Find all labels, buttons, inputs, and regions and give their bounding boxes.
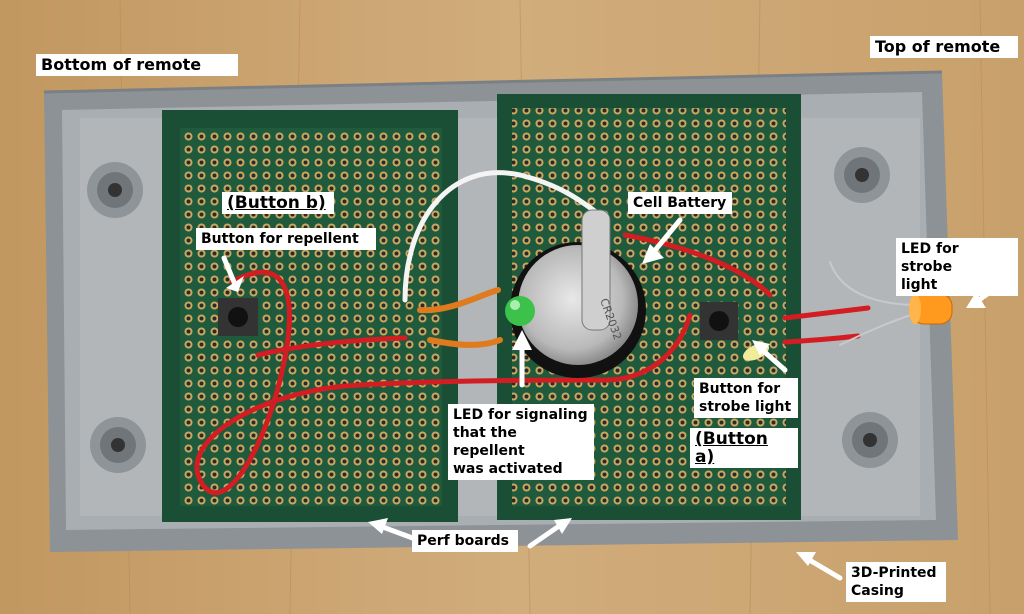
label-button-for-repellent: Button for repellent [196,228,376,250]
label-button-a: (Button a) [690,428,798,468]
tactile-button-b [218,298,258,336]
arrow-perf-left [368,518,421,543]
arrow-led-signaling [512,330,532,388]
label-cell-battery: Cell Battery [628,192,732,214]
label-top-of-remote: Top of remote [870,36,1018,58]
arrow-perf-right [527,518,572,549]
wire-white [402,170,603,303]
arrow-button-repellent [221,255,244,292]
wire-red-button-b [255,335,408,358]
led-orange-strobe [909,293,953,325]
tactile-button-a [700,302,738,340]
arrow-cell-battery [642,217,683,264]
label-3d-printed-casing: 3D-Printed Casing [846,562,946,602]
label-perf-boards: Perf boards [412,530,518,552]
arrow-button-strobe [752,340,788,373]
label-button-b: (Button b) [222,192,334,214]
label-bottom-of-remote: Bottom of remote [36,54,238,76]
mounting-posts [87,147,898,473]
label-led-signaling: LED for signaling that the repellent was… [448,404,594,480]
led-green [505,296,535,326]
label-button-strobe: Button for strobe light [694,378,798,418]
wire-red-battery [622,232,773,298]
wire-red-strobe-1 [782,305,871,321]
label-led-strobe: LED for strobe light [896,238,1018,296]
wire-red-strobe-2 [782,333,861,345]
cell-battery: CR2032 [510,209,646,378]
perf-board-left [162,110,458,522]
wire-orange-2 [427,337,503,348]
wire-orange-1 [417,287,501,314]
arrow-casing [796,552,843,581]
